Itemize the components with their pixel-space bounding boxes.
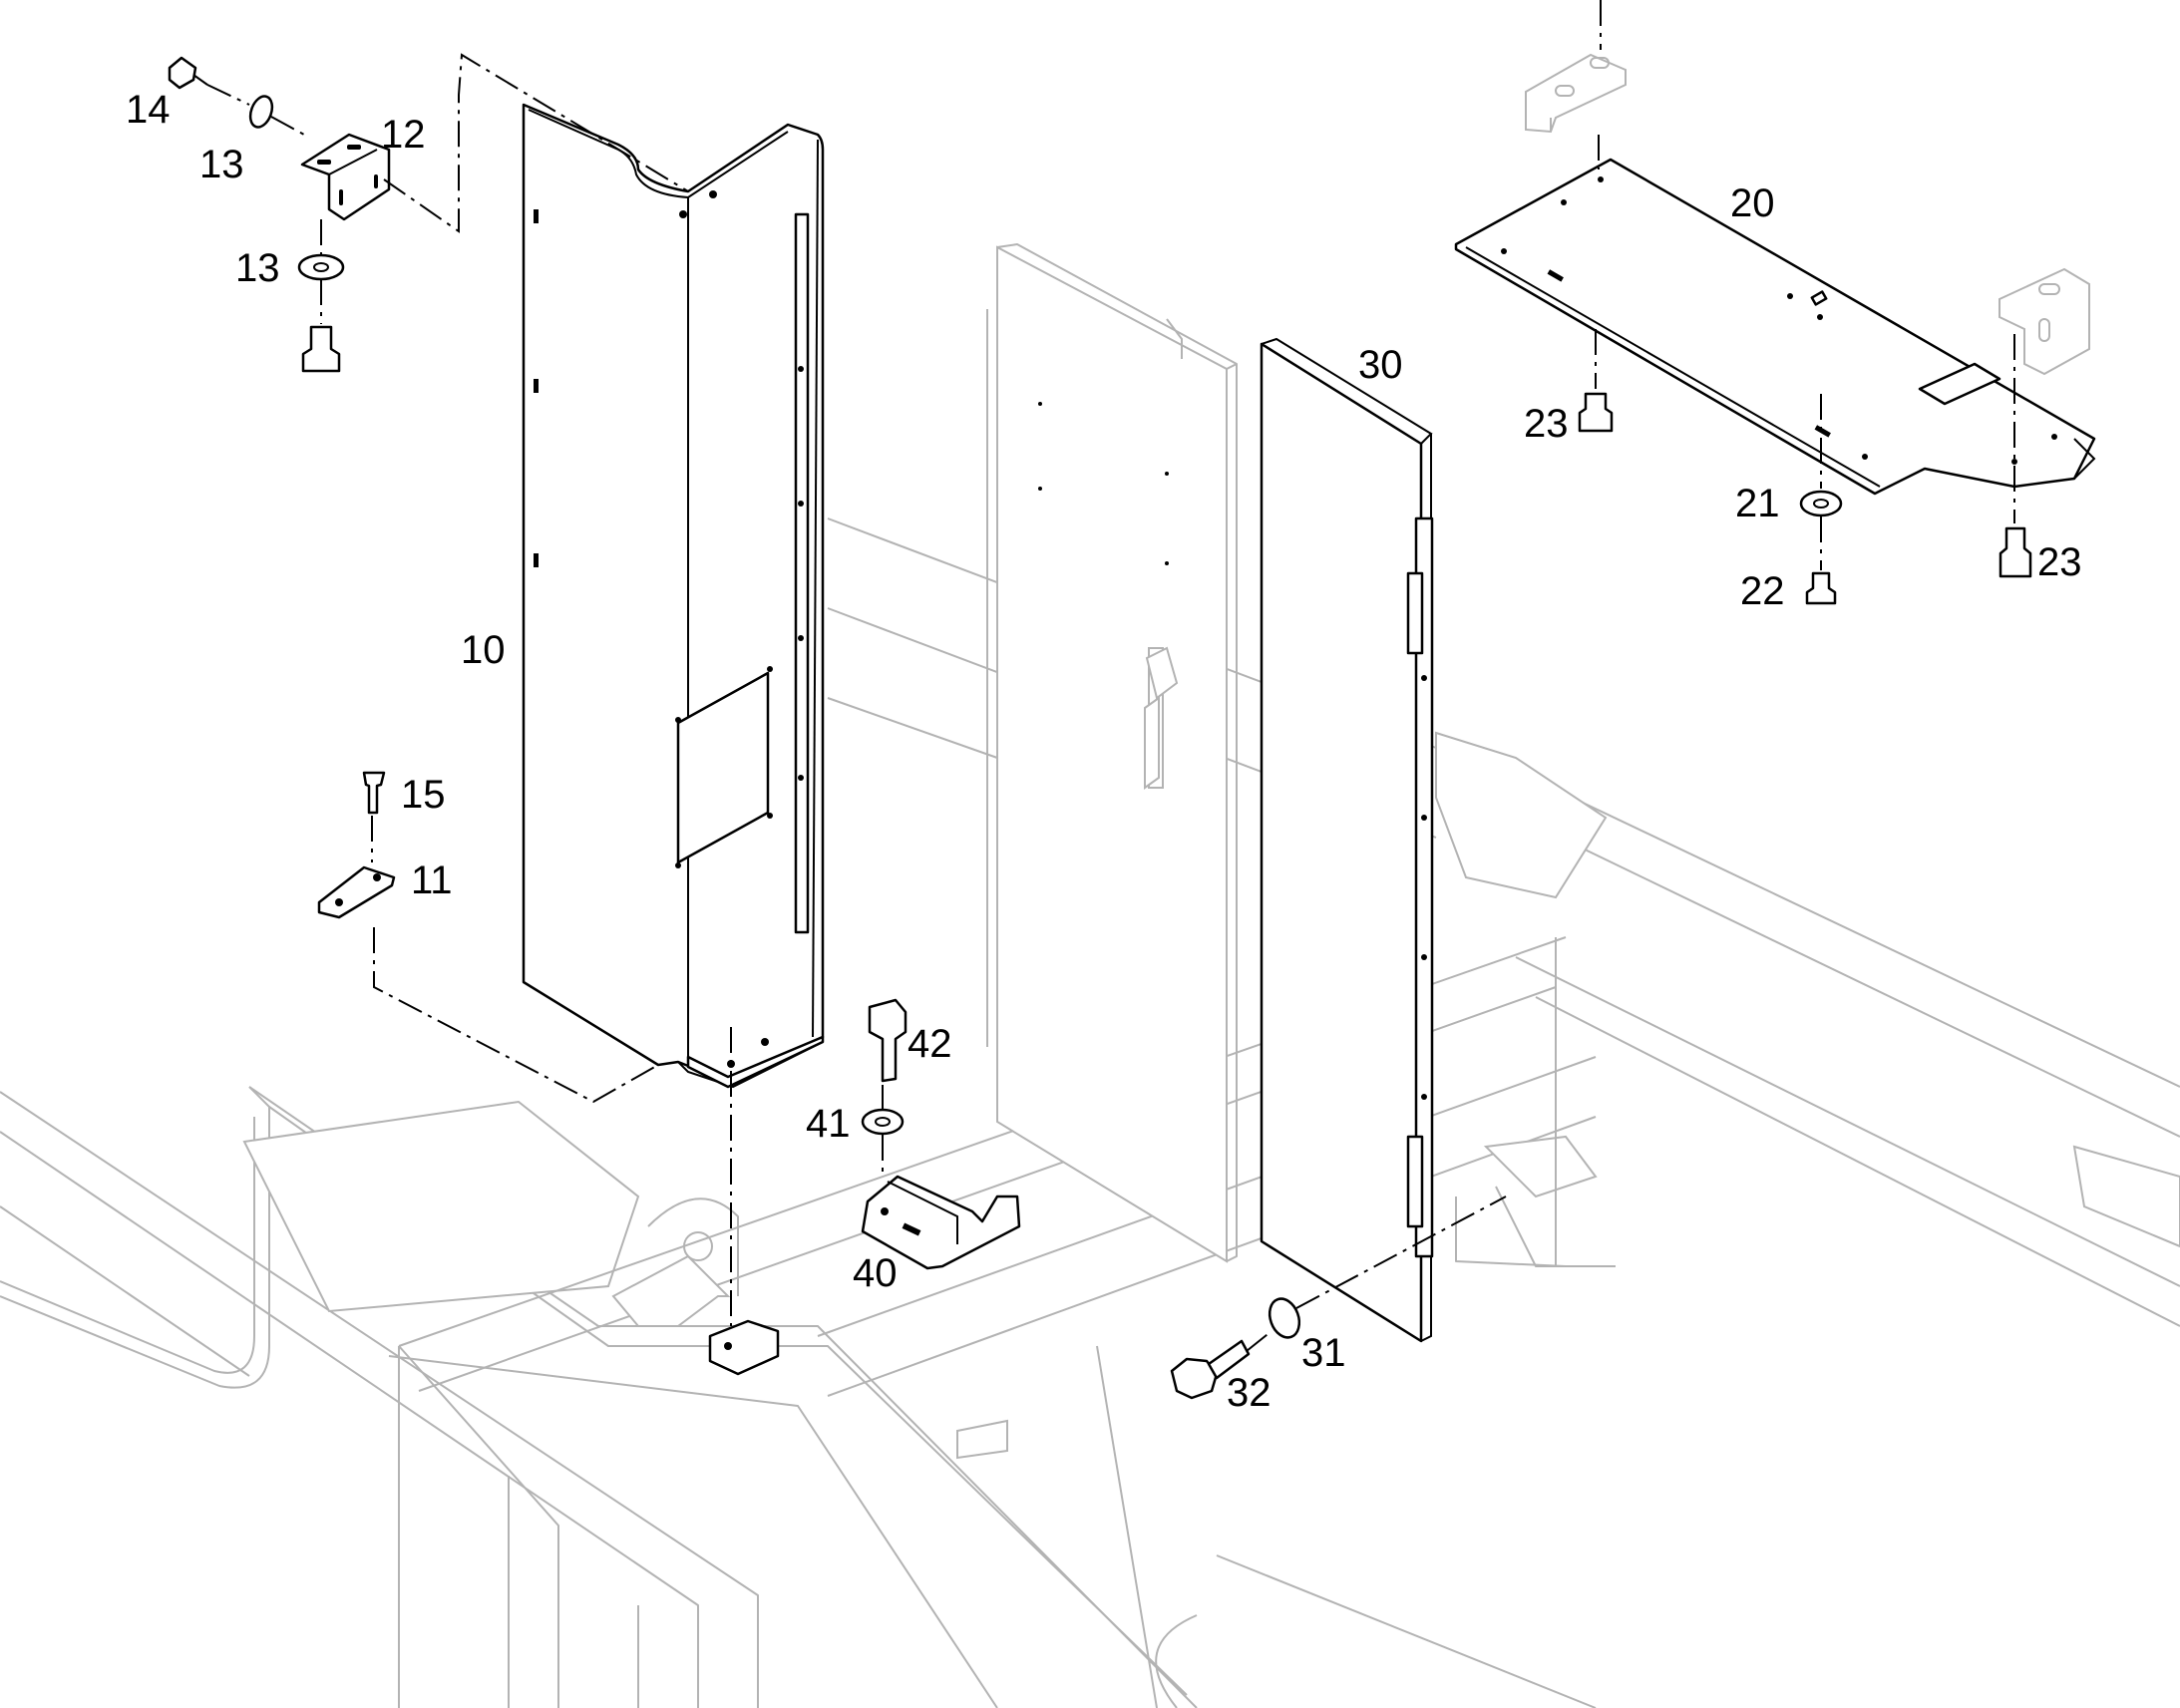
callout-40: 40 <box>853 1251 898 1295</box>
part-11-strap <box>317 865 396 919</box>
callout-13-top: 13 <box>199 143 244 186</box>
callout-15: 15 <box>401 773 446 817</box>
callout-23-right: 23 <box>2037 540 2082 584</box>
callout-14: 14 <box>126 88 171 132</box>
callout-20: 20 <box>1730 181 1775 225</box>
callout-31: 31 <box>1301 1331 1346 1375</box>
part-20-top-plate <box>1454 53 2096 496</box>
callout-11: 11 <box>411 858 453 902</box>
callout-labels: 10 11 12 13 13 14 15 20 21 22 23 23 30 3… <box>126 88 2082 1415</box>
battery-box-body <box>986 243 1238 1263</box>
part-40-bracket <box>861 1175 1021 1270</box>
callout-22: 22 <box>1740 569 1785 613</box>
part-30-door-panel <box>1260 337 1434 1343</box>
callout-30: 30 <box>1358 343 1403 387</box>
callout-41: 41 <box>806 1102 851 1146</box>
callout-32: 32 <box>1227 1371 1272 1415</box>
part-12-angle-bracket <box>300 133 391 221</box>
callout-10: 10 <box>461 628 506 672</box>
callout-12: 12 <box>381 113 426 157</box>
part-10-cover-panel <box>522 103 825 1089</box>
callout-13-bottom: 13 <box>235 246 280 290</box>
fasteners <box>168 56 2032 1400</box>
callout-42: 42 <box>908 1022 952 1066</box>
callout-21: 21 <box>1735 482 1780 525</box>
assembly-lines <box>206 0 2015 1352</box>
callout-23-left: 23 <box>1524 402 1569 446</box>
